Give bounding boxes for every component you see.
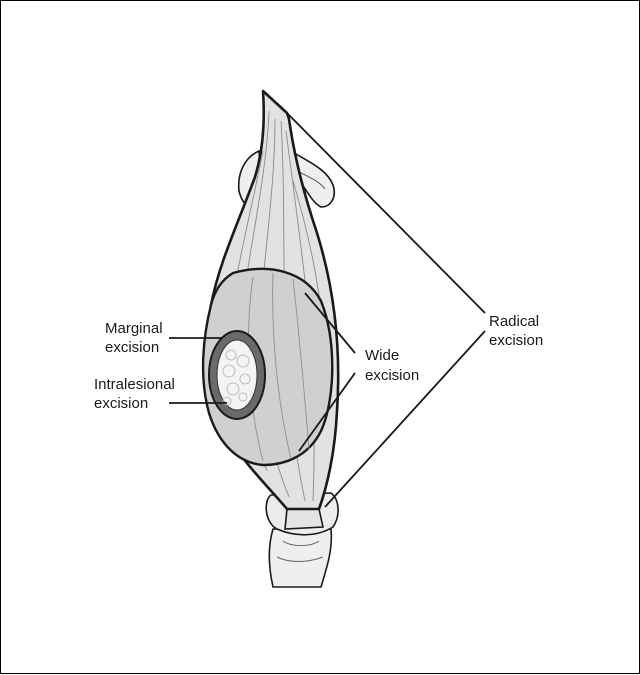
label-wide-excision: Wide excision	[365, 347, 419, 384]
wide-line-2: excision	[365, 367, 419, 384]
wide-leader-lower	[298, 372, 356, 452]
radical-leader-upper	[286, 112, 486, 314]
radical-line-2: excision	[489, 332, 543, 349]
radical-line-1: Radical	[489, 313, 539, 330]
wide-leader-upper	[304, 292, 356, 354]
label-radical-excision: Radical excision	[489, 313, 543, 349]
marginal-line-1: Marginal	[105, 320, 163, 337]
label-marginal-excision: Marginal excision	[105, 320, 163, 356]
intralesional-line-1: Intralesional	[94, 376, 175, 393]
label-intralesional-excision: Intralesional excision	[94, 376, 175, 412]
tumor	[208, 330, 266, 420]
wide-line-1: Wide	[365, 347, 399, 364]
intralesional-line-2: excision	[94, 395, 148, 412]
leader-lines	[169, 112, 486, 508]
radical-leader-lower	[324, 330, 486, 508]
marginal-line-2: excision	[105, 339, 159, 356]
